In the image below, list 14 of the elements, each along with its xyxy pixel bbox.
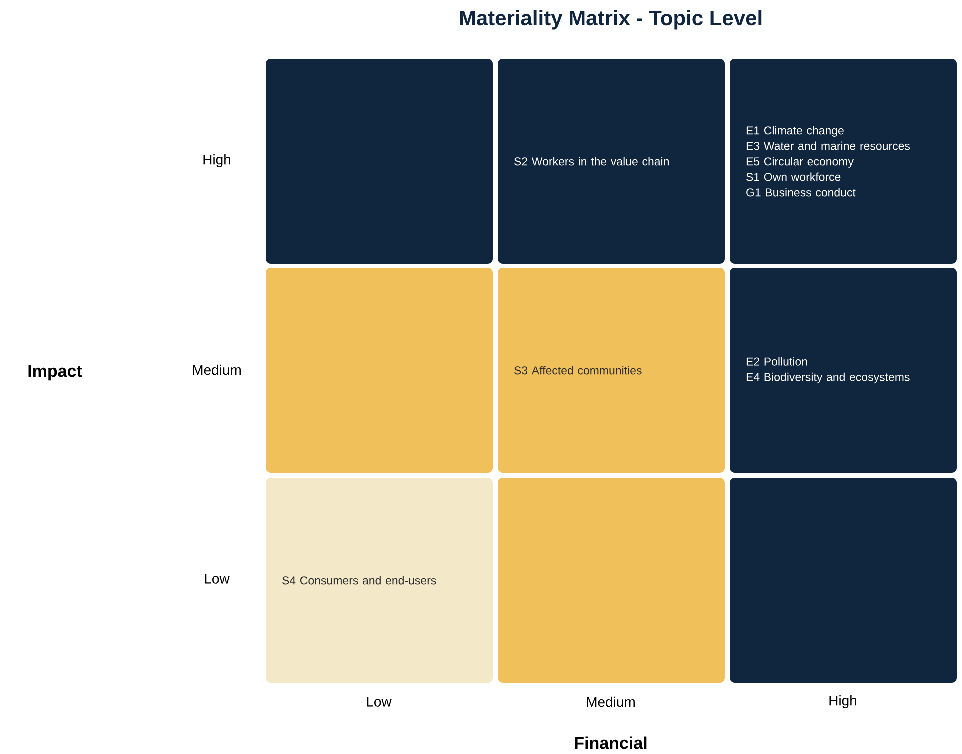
axis-tick-label: Low xyxy=(205,574,230,584)
matrix-cell xyxy=(730,478,957,683)
axis-title: Financial xyxy=(575,736,647,750)
matrix-cell: S2 Workers in the value chain xyxy=(498,59,725,264)
axis-title: Impact xyxy=(28,365,82,381)
matrix-cell xyxy=(498,478,725,683)
matrix-cell xyxy=(266,59,493,264)
matrix-cell: E1 Climate change E3 Water and marine resources E5 Circular economy S1 Own workforce G1 Business conduct xyxy=(730,59,957,264)
axis-tick-label: Low xyxy=(367,697,392,707)
matrix-cell xyxy=(266,268,493,473)
title: Materiality Matrix - Topic Level xyxy=(460,10,762,30)
matrix-cell: S3 Affected communities xyxy=(498,268,725,473)
matrix-cell: S4 Consumers and end-users xyxy=(266,478,493,683)
matrix-cell: E2 Pollution E4 Biodiversity and ecosystems xyxy=(730,268,957,473)
